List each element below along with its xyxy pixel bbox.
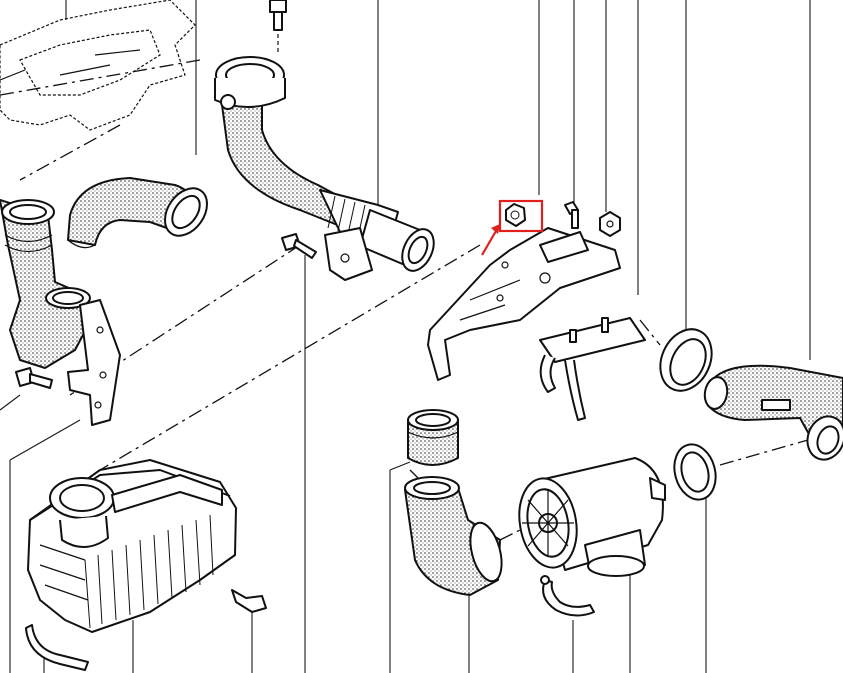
outlet-hose-right[interactable]: [702, 364, 843, 465]
air-filter-cylinder[interactable]: [513, 457, 666, 577]
bolt-top[interactable]: [269, 0, 287, 52]
highlight-arrow: [481, 230, 497, 256]
clip-lower[interactable]: [540, 575, 595, 617]
bolt-left[interactable]: [15, 367, 53, 389]
bolt-center[interactable]: [281, 233, 317, 259]
nut-small[interactable]: [599, 211, 621, 237]
mounting-bracket-center[interactable]: [427, 227, 621, 381]
clip-lower-left[interactable]: [25, 624, 89, 671]
intake-duct-elbow-left[interactable]: [0, 199, 93, 369]
clamp-ring-lower[interactable]: [668, 440, 721, 504]
clamp-ring-upper[interactable]: [651, 321, 722, 399]
support-bracket-left[interactable]: [67, 299, 121, 426]
highlight-box: [498, 199, 544, 233]
curved-intake-pipe-top[interactable]: [214, 56, 440, 281]
elbow-duct-lower[interactable]: [404, 476, 507, 596]
nut-on-bracket[interactable]: [481, 199, 544, 256]
chassis-frame-outline[interactable]: [0, 0, 196, 131]
bent-hose-small[interactable]: [67, 177, 216, 249]
stud-bolt[interactable]: [564, 201, 579, 229]
strap-clamp[interactable]: [539, 317, 646, 421]
air-filter-box[interactable]: [27, 459, 237, 633]
coupling-sleeve[interactable]: [407, 409, 459, 466]
bolt-lower[interactable]: [231, 589, 267, 613]
leader-lines: [0, 0, 811, 673]
